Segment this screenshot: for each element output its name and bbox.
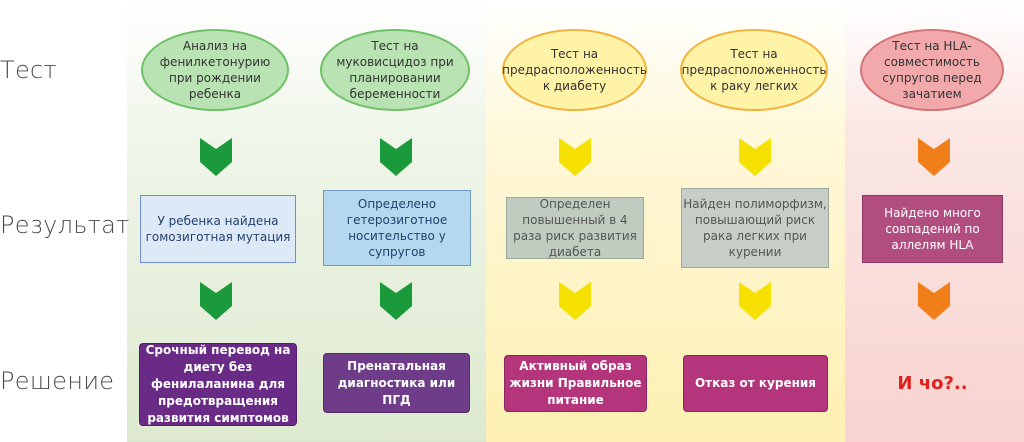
row-label-decision: Решение	[0, 367, 115, 395]
test-oval-3: Тест на предрасположенность к диабету	[502, 29, 647, 111]
decision-box-1: Срочный перевод на диету без фенилаланин…	[139, 343, 297, 426]
decision-box-2: Пренатальная диагностика или ПГД	[323, 353, 470, 413]
row-label-result: Результат	[0, 211, 130, 239]
arrow-down-icon	[739, 138, 771, 176]
test-oval-5: Тест на HLA-совместимость супругов перед…	[860, 29, 1004, 111]
result-box-1: У ребенка найдена гомозиготная мутация	[140, 195, 296, 263]
row-label-test: Тест	[0, 56, 57, 84]
decision-box-3: Активный образ жизни Правильное питание	[504, 355, 647, 412]
arrow-down-icon	[918, 138, 950, 176]
arrow-down-icon	[200, 138, 232, 176]
arrow-down-icon	[559, 282, 591, 320]
arrow-down-icon	[739, 282, 771, 320]
decision-text-5: И чо?..	[897, 372, 968, 394]
test-oval-4: Тест на предрасположенность к раку легки…	[680, 29, 828, 111]
arrow-down-icon	[559, 138, 591, 176]
test-oval-2: Тест на муковисцидоз при планировании бе…	[320, 29, 470, 111]
result-box-2: Определено гетерозиготное носительство у…	[323, 190, 471, 266]
result-box-4: Найден полиморфизм, повышающий риск рака…	[681, 188, 829, 268]
result-box-5: Найдено много совпадений по аллелям HLA	[862, 195, 1003, 263]
test-oval-1: Анализ на фенилкетонурию при рождении ре…	[141, 29, 289, 111]
decision-box-4: Отказ от курения	[683, 355, 828, 412]
arrow-down-icon	[380, 138, 412, 176]
result-box-3: Определен повышенный в 4 раза риск разви…	[506, 197, 644, 259]
arrow-down-icon	[380, 282, 412, 320]
arrow-down-icon	[918, 282, 950, 320]
arrow-down-icon	[200, 282, 232, 320]
